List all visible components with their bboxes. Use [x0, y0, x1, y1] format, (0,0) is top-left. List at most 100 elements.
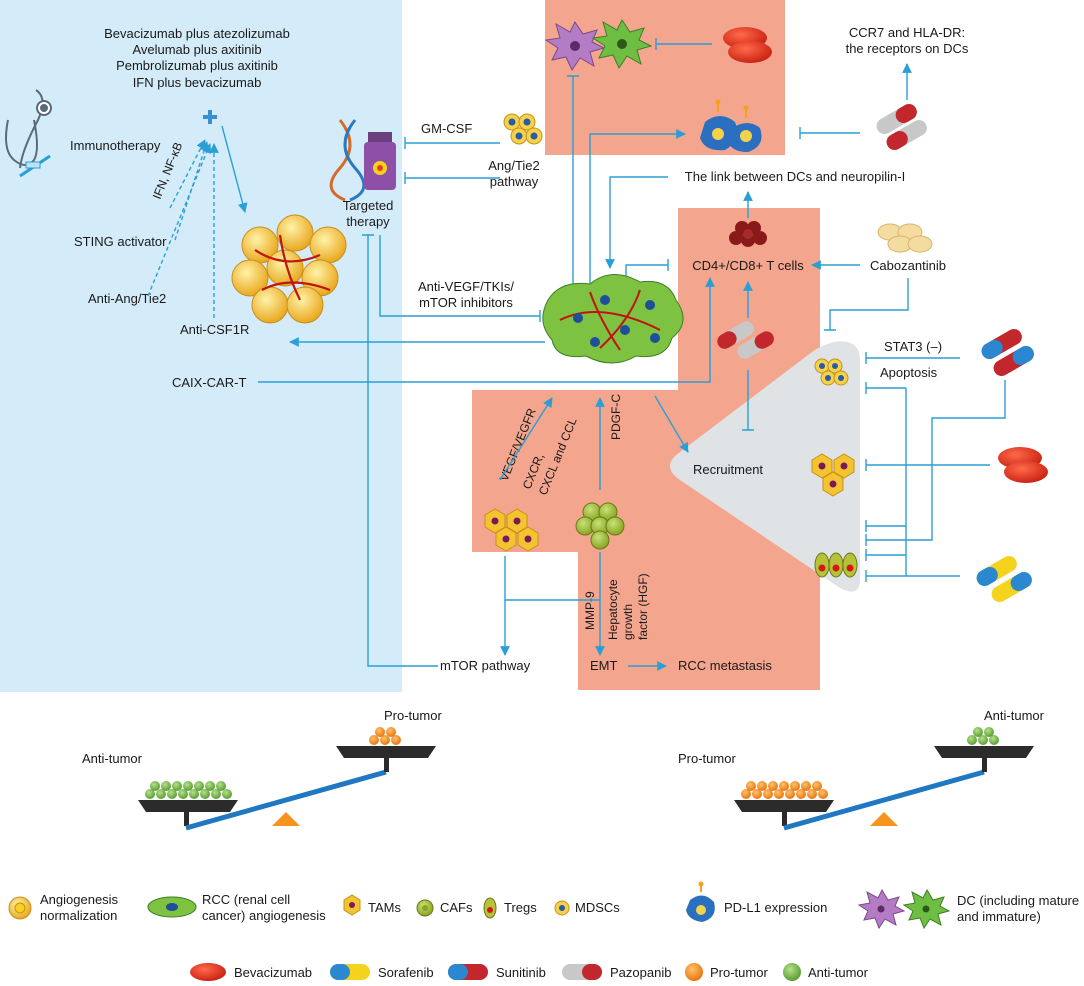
legend-pro-tumor: Pro-tumor — [710, 965, 768, 980]
sting-label: STING activator — [74, 234, 167, 249]
anti-tumor-balls-right — [967, 727, 999, 745]
legend-pdl1: PD-L1 expression — [724, 900, 827, 915]
legend-pazopanib: Pazopanib — [610, 965, 671, 980]
fulcrum-left — [272, 812, 300, 826]
left-up-label: Pro-tumor — [384, 708, 442, 723]
caf-icon — [416, 899, 434, 917]
angiogenesis-normalization-icon — [8, 896, 32, 920]
emt-label: EMT — [590, 658, 618, 673]
pdl1-icon — [686, 881, 715, 922]
pazopanib-icon — [562, 964, 602, 980]
combination-list: Bevacizumab plus atezolizumab Avelumab p… — [104, 26, 290, 90]
pro-tumor-balls-right — [741, 781, 828, 799]
bevacizumab-pills-icon — [723, 27, 772, 63]
sunitinib-pills-icon — [981, 329, 1034, 376]
right-down-label: Pro-tumor — [678, 751, 736, 766]
targeted-label-2: therapy — [346, 214, 390, 229]
combo-1: Bevacizumab plus atezolizumab — [104, 26, 290, 41]
legend-bevacizumab: Bevacizumab — [234, 965, 312, 980]
combo-2: Avelumab plus axitinib — [132, 42, 261, 57]
left-down-label: Anti-tumor — [82, 751, 143, 766]
treg-triangle-icon — [814, 552, 858, 578]
cabozantinib-label: Cabozantinib — [870, 258, 946, 273]
combo-4: IFN plus bevacizumab — [133, 75, 262, 90]
sorafenib-pills-icon — [976, 556, 1032, 602]
tam-icon — [343, 894, 361, 916]
bevacizumab-right-icon — [998, 447, 1048, 483]
legend-dc-2: and immature) — [957, 909, 1041, 924]
anti-tumor-balls-left — [145, 781, 232, 799]
targeted-therapy-icon — [329, 119, 396, 202]
legend-row-1: Angiogenesis normalization RCC (renal ce… — [8, 881, 1079, 930]
dc-green-icon — [591, 19, 653, 70]
cabozantinib-pills-icon — [877, 223, 933, 253]
immunotherapy-panel — [0, 0, 402, 692]
fulcrum-right — [870, 812, 898, 826]
dc-icon — [857, 888, 951, 930]
immunotherapy-label: Immunotherapy — [70, 138, 161, 153]
mmp9-label: MMP-9 — [583, 591, 597, 630]
pazopanib-tme-icon — [717, 321, 774, 359]
hgf-label-3: factor (HGF) — [636, 573, 650, 640]
tam-triangle-icon — [811, 453, 855, 497]
mdsc-icon — [554, 900, 570, 916]
legend-tregs: Tregs — [504, 900, 537, 915]
caf-cluster-icon — [575, 502, 625, 550]
combo-3: Pembrolizumab plus axitinib — [116, 58, 278, 73]
legend-mdscs: MDSCs — [575, 900, 620, 915]
right-up-label: Anti-tumor — [984, 708, 1045, 723]
anti-ang-label: Anti-Ang/Tie2 — [88, 291, 166, 306]
legend-row-2: Bevacizumab Sorafenib Sunitinib Pazopani… — [190, 963, 869, 981]
mdsc-cluster-icon — [503, 113, 543, 145]
hgf-label-2: growth — [621, 604, 635, 640]
legend-anti-tumor: Anti-tumor — [808, 965, 869, 980]
legend-rcc-1: RCC (renal cell — [202, 892, 290, 907]
anti-vegf-label-2: mTOR inhibitors — [419, 295, 513, 310]
balance-left: Anti-tumor Pro-tumor — [82, 708, 442, 831]
legend-cafs: CAFs — [440, 900, 473, 915]
t-cells-icon — [729, 221, 767, 247]
anti-csf1r-label: Anti-CSF1R — [180, 322, 249, 337]
hgf-label-1: Hepatocyte — [606, 579, 620, 640]
stethoscope-icon — [5, 89, 52, 178]
pro-tumor-balls-left — [369, 727, 401, 745]
legend-sorafenib: Sorafenib — [378, 965, 434, 980]
plus-icon — [203, 110, 217, 124]
anti-tumor-icon — [783, 963, 801, 981]
legend-tams: TAMs — [368, 900, 401, 915]
mdsc-triangle-icon — [814, 358, 849, 386]
balance-right: Pro-tumor Anti-tumor — [678, 708, 1045, 831]
caix-car-t-label: CAIX-CAR-T — [172, 375, 246, 390]
gmcsf-label: GM-CSF — [421, 121, 472, 136]
legend-sunitinib: Sunitinib — [496, 965, 546, 980]
pazopanib-pills-icon — [876, 104, 927, 150]
ang-tie2-label-1: Ang/Tie2 — [488, 158, 540, 173]
pdgfc-label: PDGF-C — [609, 394, 623, 440]
recruitment-label: Recruitment — [693, 462, 763, 477]
legend-angiogenesis-1: Angiogenesis — [40, 892, 119, 907]
stat3-label: STAT3 (–) — [884, 339, 942, 354]
anti-vegf-label-1: Anti-VEGF/TKIs/ — [418, 279, 514, 294]
rcc-angiogenesis-icon — [147, 896, 197, 918]
legend-angiogenesis-2: normalization — [40, 908, 117, 923]
normalized-cluster-icon — [231, 214, 347, 324]
rcc-metastasis-label: RCC metastasis — [678, 658, 772, 673]
bevacizumab-icon — [190, 963, 226, 981]
cd4-cd8-label: CD4+/CD8+ T cells — [692, 258, 804, 273]
legend-dc-1: DC (including mature — [957, 893, 1079, 908]
pro-tumor-icon — [685, 963, 703, 981]
sunitinib-icon — [448, 964, 488, 980]
ccr7-label-1: CCR7 and HLA-DR: — [849, 25, 965, 40]
pdl1-cells-icon — [700, 99, 762, 152]
ang-tie2-label-2: pathway — [490, 174, 539, 189]
tam-cluster-icon — [484, 508, 539, 552]
sorafenib-icon — [330, 964, 370, 980]
mtor-pathway-label: mTOR pathway — [440, 658, 531, 673]
recruitment-triangle — [670, 341, 860, 592]
rcc-tumor-icon — [542, 274, 684, 364]
treg-icon — [483, 897, 497, 919]
apoptosis-label: Apoptosis — [880, 365, 938, 380]
targeted-label-1: Targeted — [343, 198, 394, 213]
